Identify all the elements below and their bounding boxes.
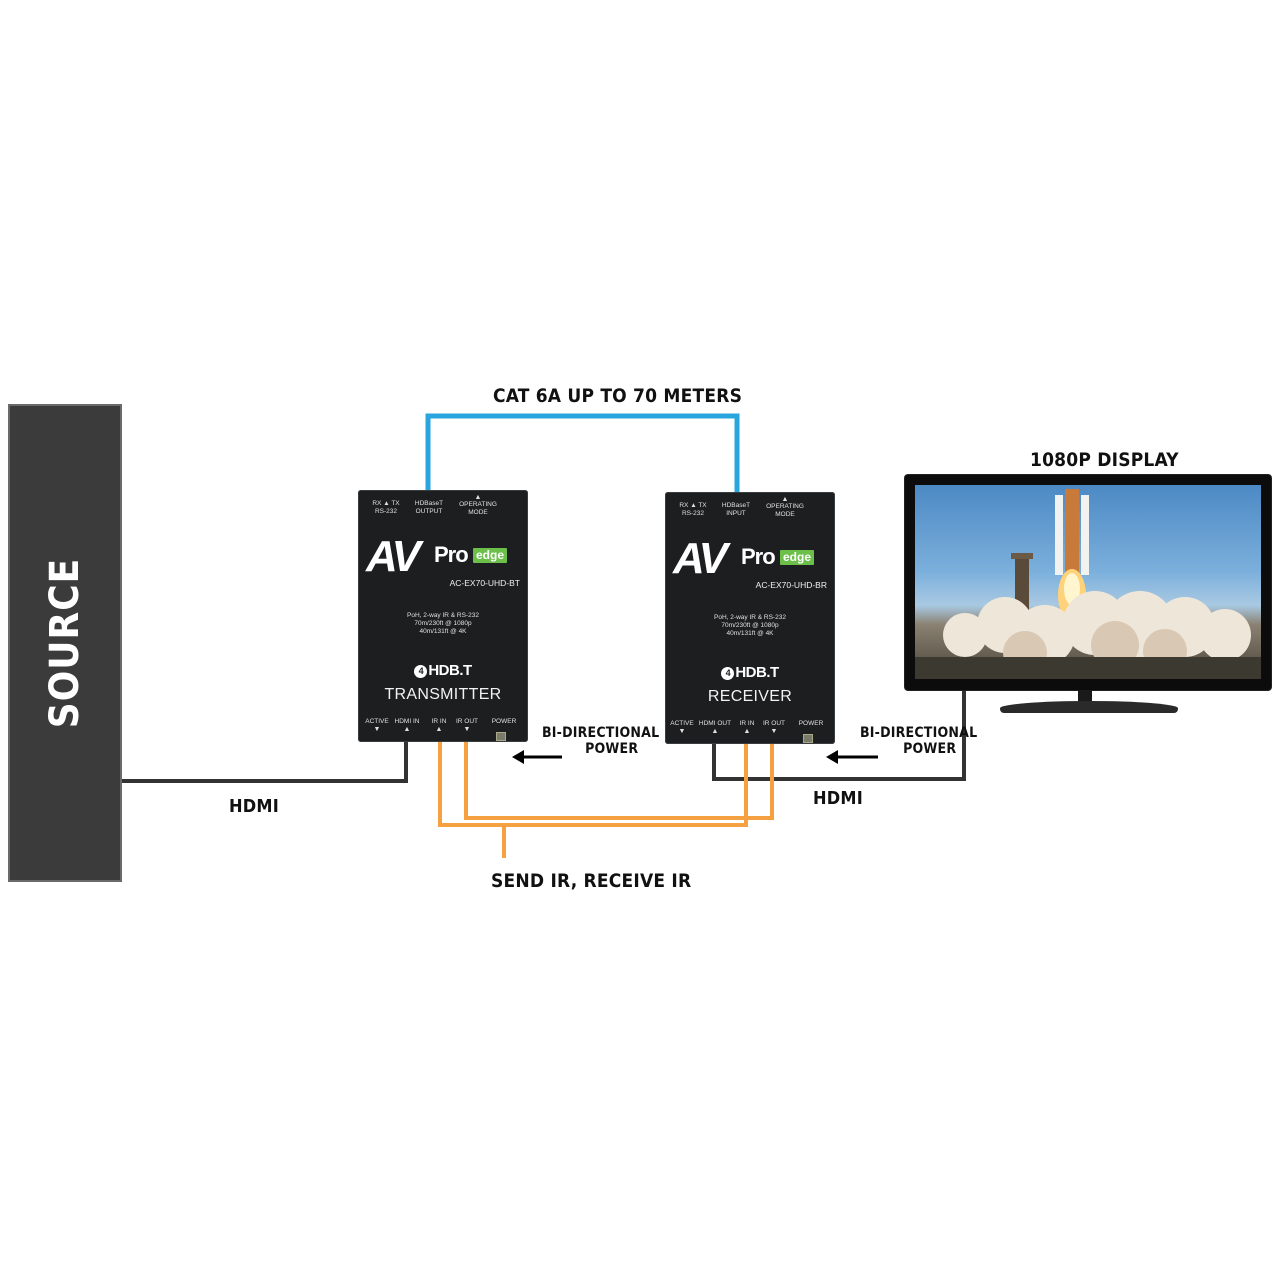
ir-label: SEND IR, RECEIVE IR: [491, 870, 692, 892]
rx-port-power-label: POWER: [798, 720, 824, 727]
tv-stand-neck: [1078, 690, 1092, 702]
tx-title: TRANSMITTER: [384, 686, 502, 703]
arrow-left-icon: [826, 750, 878, 764]
tx-spec2: 70m/230ft @ 1080p: [414, 620, 472, 627]
rx-port-irout-label: IR OUT: [762, 720, 786, 727]
tx-model: AC-EX70-UHD-BT: [449, 578, 520, 588]
display-label: 1080P DISPLAY: [1030, 449, 1179, 471]
tx-port-irout-label: IR OUT: [455, 718, 479, 725]
logo-edge: edge: [780, 550, 815, 565]
rx-mode-top: OPERATING: [766, 503, 804, 510]
rx-port-irin-label: IR IN: [739, 720, 755, 727]
rx-mode-bottom: MODE: [775, 511, 795, 518]
cat6-label: CAT 6A UP TO 70 METERS: [493, 385, 743, 407]
tx-rs232-port-label: RX ▲ TX RS-232: [366, 500, 406, 516]
tx-power-jack: [496, 732, 506, 741]
arrow-left-icon: [512, 750, 562, 764]
tx-port-ir-in: IR IN▲: [426, 718, 452, 733]
power-label-right-line2: POWER: [903, 741, 957, 757]
tx-mode-label: ▲ OPERATING MODE: [456, 494, 500, 517]
power-label-right-line1: BI-DIRECTIONAL: [860, 725, 978, 741]
rx-specs: PoH, 2-way IR & RS-232 70m/230ft @ 1080p…: [665, 614, 835, 638]
tv-stand-base: [1000, 701, 1178, 713]
tx-port-irin-label: IR IN: [431, 718, 447, 725]
tx-spec1: PoH, 2-way IR & RS-232: [407, 612, 479, 619]
tx-hdbaset-port-label: HDBaseT OUTPUT: [408, 500, 450, 516]
tx-hdbaset-bottom: OUTPUT: [415, 508, 443, 515]
source-label: SOURCE: [42, 557, 88, 729]
transmitter-unit: RX ▲ TX RS-232 HDBaseT OUTPUT ▲ OPERATIN…: [358, 490, 528, 742]
logo-edge: edge: [473, 548, 508, 563]
power-label-right: BI-DIRECTIONAL POWER: [860, 725, 977, 757]
display-tv: [905, 475, 1271, 690]
tx-port-power-label: POWER: [491, 718, 517, 725]
logo-av: AV: [366, 532, 421, 581]
tx-rs232-bottom: RS-232: [374, 508, 398, 515]
power-label-left-line2: POWER: [585, 741, 639, 757]
rx-hdbaset-top: HDBaseT: [721, 502, 751, 509]
rx-hdbt-text: HDB.T: [735, 664, 779, 681]
rx-mode-label: ▲ OPERATING MODE: [763, 496, 807, 519]
tx-port-ir-out: IR OUT▼: [452, 718, 482, 733]
tx-port-hdmi-label: HDMI IN: [394, 718, 420, 725]
rx-hdbaset-port-label: HDBaseT INPUT: [715, 502, 757, 518]
rx-port-ir-in: IR IN▲: [735, 720, 759, 735]
rx-port-hdmi-out: HDMI OUT▲: [698, 720, 732, 735]
logo-pro: Pro: [741, 544, 776, 569]
rx-spec1: PoH, 2-way IR & RS-232: [714, 614, 786, 621]
rx-rs232-bottom: RS-232: [681, 510, 705, 517]
avpro-logo: AV Pro edge: [366, 534, 526, 580]
rocket-launch-image: [915, 485, 1261, 679]
ir-cables: [438, 740, 774, 858]
tx-hdbaset-top: HDBaseT: [414, 500, 444, 507]
tx-port-power: POWER: [486, 718, 522, 726]
rx-hdbaset-bottom: INPUT: [726, 510, 746, 517]
cat6-cable: [425, 413, 740, 492]
tx-port-hdmi-in: HDMI IN▲: [390, 718, 424, 733]
rx-rs232-top: RX ▲ TX: [679, 502, 707, 509]
logo-av: AV: [673, 534, 728, 583]
hdmi-label-left: HDMI: [229, 796, 279, 817]
power-label-left: BI-DIRECTIONAL POWER: [542, 725, 659, 757]
rx-spec2: 70m/230ft @ 1080p: [721, 622, 779, 629]
hdmi-cable-source: [122, 740, 408, 783]
power-label-left-line1: BI-DIRECTIONAL: [542, 725, 660, 741]
rx-rs232-port-label: RX ▲ TX RS-232: [673, 502, 713, 518]
hdmi-cable-display: [712, 690, 966, 781]
tx-spec3: 40m/131ft @ 4K: [419, 628, 467, 635]
receiver-unit: RX ▲ TX RS-232 HDBaseT INPUT ▲ OPERATING…: [665, 492, 835, 744]
logo-pro: Pro: [434, 542, 469, 567]
avpro-logo: AV Pro edge: [673, 536, 833, 582]
tx-rs232-top: RX ▲ TX: [372, 500, 400, 507]
tx-mode-bottom: MODE: [468, 509, 488, 516]
tx-specs: PoH, 2-way IR & RS-232 70m/230ft @ 1080p…: [358, 612, 528, 636]
tx-port-active-label: ACTIVE: [365, 718, 389, 725]
rx-power-jack: [803, 734, 813, 743]
rx-spec3: 40m/131ft @ 4K: [726, 630, 774, 637]
rx-port-active: ACTIVE▼: [667, 720, 697, 735]
hdmi-label-right: HDMI: [813, 788, 863, 809]
tx-mode-top: OPERATING: [459, 501, 497, 508]
source-device: SOURCE: [8, 404, 122, 882]
rx-model: AC-EX70-UHD-BR: [755, 580, 827, 590]
tx-port-active: ACTIVE▼: [362, 718, 392, 733]
tx-hdbt-text: HDB.T: [428, 662, 472, 679]
rx-port-ir-out: IR OUT▼: [759, 720, 789, 735]
rx-port-active-label: ACTIVE: [670, 720, 694, 727]
rx-port-hdmi-label: HDMI OUT: [698, 720, 732, 727]
rx-title: RECEIVER: [707, 688, 793, 705]
rx-port-power: POWER: [793, 720, 829, 728]
